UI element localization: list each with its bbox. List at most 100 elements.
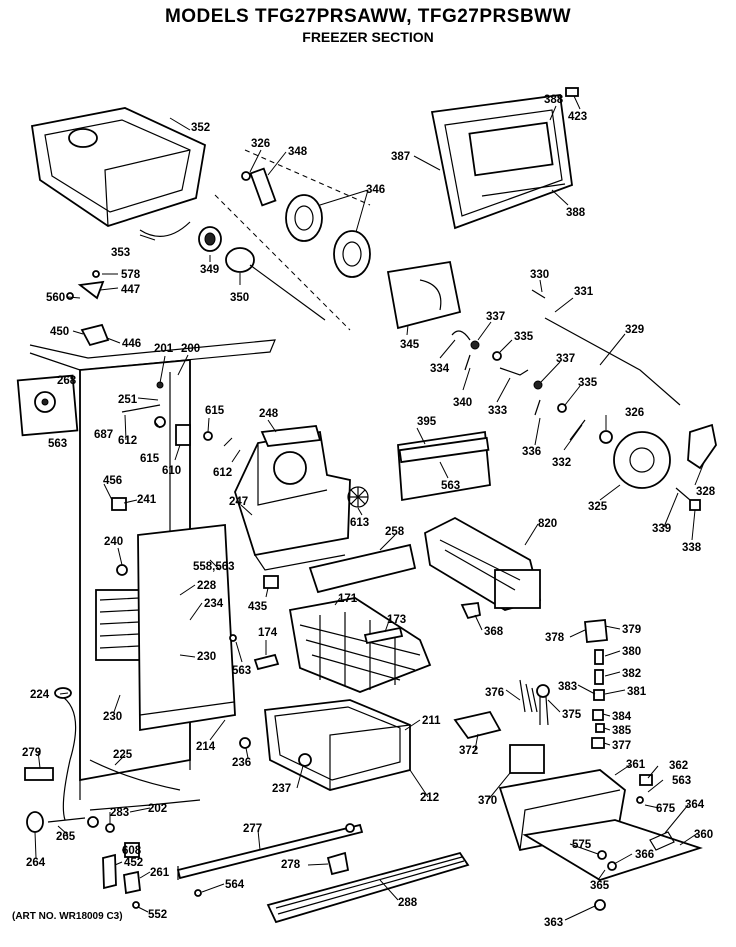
callout-447: 447 <box>121 284 140 296</box>
callout-240: 240 <box>104 536 123 548</box>
callout-368: 368 <box>484 626 504 638</box>
callout-265: 265 <box>56 831 76 843</box>
callout-202: 202 <box>148 803 167 815</box>
callout-211: 211 <box>422 715 441 727</box>
part-thermostat-control <box>16 374 79 437</box>
callout-361: 361 <box>626 759 646 771</box>
callout-248: 248 <box>259 408 279 420</box>
callout-333: 333 <box>488 405 507 417</box>
callout-564: 564 <box>225 879 245 891</box>
callout-346: 346 <box>366 184 385 196</box>
callout-364: 364 <box>685 799 705 811</box>
part-freezer-liner <box>29 339 276 800</box>
callout-338: 338 <box>682 542 702 554</box>
callout-331: 331 <box>574 286 594 298</box>
part-shelf-and-basket <box>253 543 432 693</box>
callout-612-right: 612 <box>213 467 232 479</box>
part-motor-mechanism <box>386 260 717 511</box>
callout-563-mid: 563 <box>232 665 251 677</box>
callout-563-right: 563 <box>672 775 691 787</box>
callout-345: 345 <box>400 339 420 351</box>
callout-446: 446 <box>122 338 141 350</box>
callout-349: 349 <box>200 264 219 276</box>
callout-435: 435 <box>248 601 268 613</box>
callout-335-bottom: 335 <box>578 377 598 389</box>
callout-212: 212 <box>420 792 439 804</box>
callout-353: 353 <box>111 247 130 259</box>
part-air-duct <box>234 425 369 571</box>
callout-251: 251 <box>118 394 138 406</box>
callout-225: 225 <box>113 749 133 761</box>
callout-379: 379 <box>622 624 641 636</box>
callout-363: 363 <box>544 917 563 929</box>
callout-214: 214 <box>196 741 216 753</box>
part-ice-bucket <box>30 107 207 237</box>
callout-332: 332 <box>552 457 571 469</box>
callout-335-top: 335 <box>514 331 534 343</box>
callout-381: 381 <box>627 686 647 698</box>
callout-375: 375 <box>562 709 582 721</box>
callout-563-left: 563 <box>48 438 67 450</box>
callout-236: 236 <box>232 757 251 769</box>
callout-230-right: 230 <box>197 651 216 663</box>
callout-450: 450 <box>50 326 69 338</box>
callout-247: 247 <box>229 496 248 508</box>
callout-234: 234 <box>204 598 224 610</box>
callout-388-bottom: 388 <box>566 207 586 219</box>
callout-377: 377 <box>612 740 631 752</box>
leader-lines <box>34 95 706 921</box>
callout-384: 384 <box>612 711 632 723</box>
callout-337-top: 337 <box>486 311 505 323</box>
callout-395: 395 <box>417 416 437 428</box>
callout-615-left: 615 <box>140 453 160 465</box>
callout-201: 201 <box>154 343 174 355</box>
callout-615-right: 615 <box>205 405 225 417</box>
callout-675: 675 <box>656 803 676 815</box>
callout-456: 456 <box>103 475 122 487</box>
callout-376: 376 <box>485 687 504 699</box>
callout-268: 268 <box>57 375 77 387</box>
callout-388-top: 388 <box>544 94 564 106</box>
callout-328: 328 <box>696 486 716 498</box>
callout-365: 365 <box>590 880 610 892</box>
callout-173: 173 <box>387 614 406 626</box>
callout-334: 334 <box>430 363 450 375</box>
callout-325: 325 <box>588 501 608 513</box>
callout-350: 350 <box>230 292 249 304</box>
callout-326: 326 <box>251 138 270 150</box>
callout-278: 278 <box>281 859 301 871</box>
callout-339: 339 <box>652 523 671 535</box>
callout-423: 423 <box>568 111 587 123</box>
part-auger-assembly <box>198 149 371 331</box>
callout-224: 224 <box>30 689 50 701</box>
callout-261: 261 <box>150 867 170 879</box>
callout-563-center: 563 <box>441 480 460 492</box>
callout-200: 200 <box>181 343 200 355</box>
callout-336: 336 <box>522 446 541 458</box>
callout-258: 258 <box>385 526 405 538</box>
callout-362: 362 <box>669 760 688 772</box>
callout-613: 613 <box>350 517 369 529</box>
part-ice-maker <box>424 516 542 620</box>
callout-264: 264 <box>26 857 46 869</box>
diagram-title: MODELS TFG27PRSAWW, TFG27PRSBWW <box>164 6 572 27</box>
callout-387: 387 <box>391 151 410 163</box>
callout-385: 385 <box>612 725 632 737</box>
callout-283: 283 <box>110 807 129 819</box>
callout-820: 820 <box>538 518 557 530</box>
part-ice-pan <box>239 699 411 791</box>
callout-237: 237 <box>272 783 291 795</box>
part-bottom-rail <box>102 823 470 924</box>
callout-366: 366 <box>635 849 654 861</box>
callout-279: 279 <box>22 747 41 759</box>
part-electrical-components <box>453 619 703 911</box>
callout-552: 552 <box>148 909 167 921</box>
callout-575: 575 <box>572 839 592 851</box>
callout-330: 330 <box>530 269 549 281</box>
callout-558-563: 558,563 <box>193 561 235 573</box>
callout-labels: 352 326 348 346 349 350 353 387 388 388 … <box>22 94 716 929</box>
part-dispenser-door <box>430 87 579 230</box>
callout-340: 340 <box>453 397 472 409</box>
callout-277: 277 <box>243 823 262 835</box>
